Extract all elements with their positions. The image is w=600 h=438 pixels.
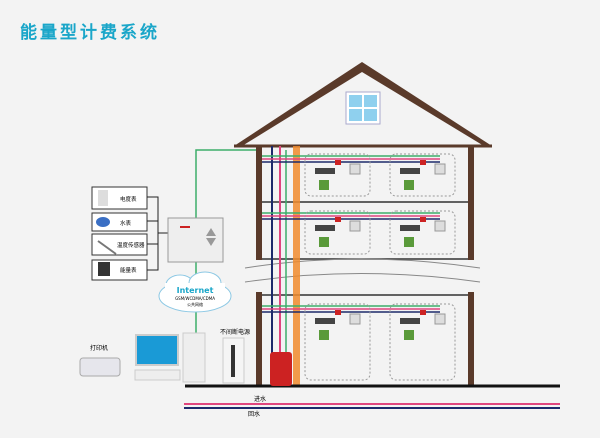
keyboard-icon [134,369,181,381]
label-water-meter: 水表 [120,219,132,227]
printer-icon [79,357,121,377]
apartment-unit [304,153,371,197]
label-energy-meter: 能量表 [120,266,137,274]
label-temp-sensor: 温度传感器 [117,241,145,249]
apartment-unit [304,210,371,255]
internet-cloud: Internet GSM/WCDMA/CDMA 公共网络 [158,271,232,313]
apartment-unit [389,210,456,255]
title: 能量型计费系统 [20,22,160,43]
return-label: 回水 [248,410,260,418]
energy-meter-icon [98,262,110,276]
cloud-sub1: GSM/WCDMA/CDMA [175,296,215,301]
temp-sensor-icon [97,240,117,255]
valve [270,352,292,386]
electric-meter-icon [98,190,108,206]
pc-tower-icon [182,332,206,383]
label-electric-meter: 电度表 [120,195,137,203]
supply-label: 进水 [254,395,266,403]
heat-riser [293,146,300,386]
house [234,62,492,386]
water-meter-icon [96,217,110,227]
ups-label: 不间断电源 [220,328,250,336]
apartment-unit [304,303,371,381]
cloud-label: Internet [177,286,214,295]
device-list: 电度表 水表 温度传感器 能量表 [91,186,168,281]
cloud-sub2: 公共网络 [187,301,203,307]
apartment-unit [389,153,456,197]
apartment-unit [389,303,456,381]
monitor-icon [135,334,179,366]
floor-units [262,153,456,381]
printer-label: 打印机 [90,344,108,352]
